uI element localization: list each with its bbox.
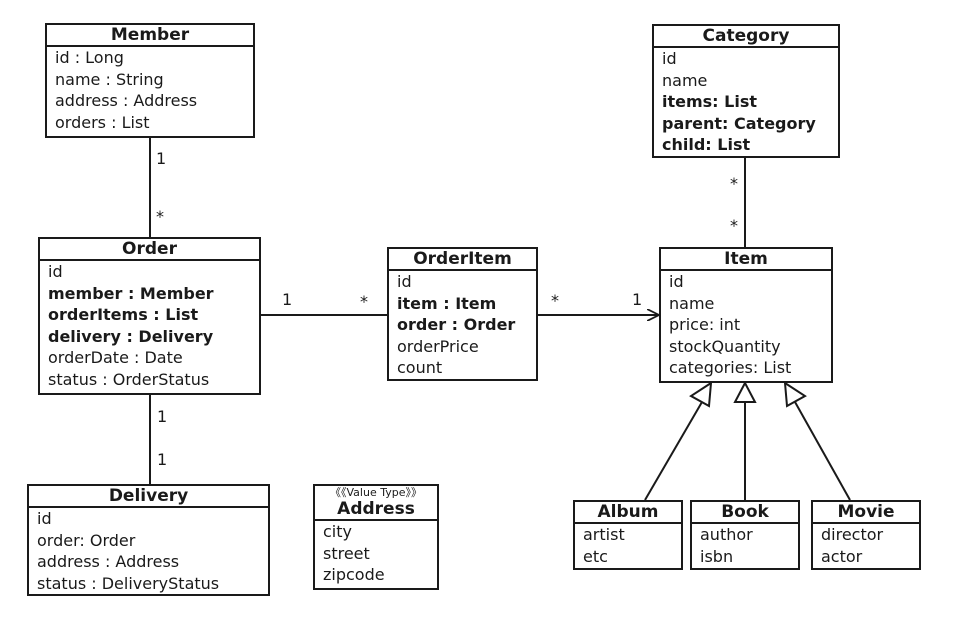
attribute: actor bbox=[821, 546, 863, 566]
class-album-attributes: artist etc bbox=[575, 524, 681, 569]
class-address: 《《Value Type》》 Address city street zipco… bbox=[313, 484, 439, 590]
multiplicity-order-delivery-order-end: 1 bbox=[157, 407, 168, 426]
attribute: address : Address bbox=[55, 91, 198, 110]
attribute: orderDate : Date bbox=[48, 348, 183, 367]
attribute: id bbox=[669, 272, 684, 291]
stereotype-label: 《《Value Type》》 bbox=[330, 486, 422, 499]
multiplicity-category-item-item-end: * bbox=[730, 216, 738, 235]
attribute: name : String bbox=[55, 69, 164, 89]
attribute: author bbox=[700, 525, 753, 544]
class-category-attributes: id name items: List parent: Category chi… bbox=[654, 48, 838, 158]
inheritance-triangle-movie bbox=[783, 381, 807, 408]
multiplicity-category-item-category-end: * bbox=[730, 174, 738, 193]
attribute: id bbox=[37, 509, 52, 528]
attribute: child: List bbox=[662, 135, 751, 154]
class-order: Order id member : Member orderItems : Li… bbox=[38, 237, 261, 395]
class-book: Book author isbn bbox=[690, 500, 800, 570]
class-book-attributes: author isbn bbox=[692, 524, 798, 569]
multiplicity-order-orderitem-orderitem-end: * bbox=[360, 292, 368, 311]
class-book-title: Book bbox=[692, 502, 798, 524]
attribute: artist bbox=[583, 525, 625, 544]
multiplicity-member-order-member-end: 1 bbox=[156, 149, 167, 168]
multiplicity-member-order-order-end: * bbox=[156, 207, 164, 226]
class-orderitem-title: OrderItem bbox=[389, 249, 536, 271]
attribute: status : DeliveryStatus bbox=[37, 573, 220, 593]
attribute: orderItems : List bbox=[48, 305, 199, 324]
attribute: address : Address bbox=[37, 552, 180, 571]
attribute: orderPrice bbox=[397, 336, 479, 356]
class-member: Member id : Long name : String address :… bbox=[45, 23, 255, 138]
attribute: name bbox=[669, 293, 715, 313]
attribute: order: Order bbox=[37, 530, 136, 550]
class-album-title: Album bbox=[575, 502, 681, 524]
inheritance-triangle-album bbox=[689, 381, 713, 408]
multiplicity-orderitem-item-orderitem-end: * bbox=[551, 291, 559, 310]
attribute: zipcode bbox=[323, 565, 385, 584]
attribute: id bbox=[48, 262, 63, 281]
attribute: parent: Category bbox=[662, 113, 816, 133]
class-orderitem-attributes: id item : Item order : Order orderPrice … bbox=[389, 271, 536, 381]
multiplicity-orderitem-item-item-end: 1 bbox=[632, 290, 643, 309]
attribute: delivery : Delivery bbox=[48, 326, 214, 346]
attribute: id : Long bbox=[55, 48, 124, 67]
class-address-title: Address bbox=[337, 499, 415, 519]
attribute: orders : List bbox=[55, 112, 150, 132]
class-member-attributes: id : Long name : String address : Addres… bbox=[47, 47, 253, 135]
attribute: id bbox=[397, 272, 412, 291]
attribute: member : Member bbox=[48, 283, 214, 303]
attribute: street bbox=[323, 543, 370, 563]
multiplicity-order-delivery-delivery-end: 1 bbox=[157, 450, 168, 469]
attribute: item : Item bbox=[397, 293, 497, 313]
generalization-album-item bbox=[644, 401, 703, 501]
attribute: items: List bbox=[662, 92, 757, 111]
class-address-attributes: city street zipcode bbox=[315, 521, 437, 588]
attribute: count bbox=[397, 358, 443, 377]
attribute: isbn bbox=[700, 546, 734, 566]
attribute: categories: List bbox=[669, 358, 792, 377]
class-order-attributes: id member : Member orderItems : List del… bbox=[40, 261, 259, 392]
attribute: etc bbox=[583, 546, 608, 566]
class-movie-attributes: director actor bbox=[813, 524, 919, 569]
attribute: price: int bbox=[669, 315, 741, 334]
class-delivery-attributes: id order: Order address : Address status… bbox=[29, 508, 268, 596]
class-movie: Movie director actor bbox=[811, 500, 921, 570]
class-order-title: Order bbox=[40, 239, 259, 261]
class-category: Category id name items: List parent: Cat… bbox=[652, 24, 840, 158]
generalization-movie-item bbox=[794, 401, 851, 501]
class-item-attributes: id name price: int stockQuantity categor… bbox=[661, 271, 831, 381]
class-item: Item id name price: int stockQuantity ca… bbox=[659, 247, 833, 383]
inheritance-triangle-book bbox=[733, 380, 757, 403]
class-delivery-title: Delivery bbox=[29, 486, 268, 508]
class-member-title: Member bbox=[47, 25, 253, 47]
attribute: city bbox=[323, 522, 352, 541]
class-category-title: Category bbox=[654, 26, 838, 48]
multiplicity-order-orderitem-order-end: 1 bbox=[282, 290, 293, 309]
class-movie-title: Movie bbox=[813, 502, 919, 524]
attribute: name bbox=[662, 70, 708, 90]
class-album: Album artist etc bbox=[573, 500, 683, 570]
attribute: director bbox=[821, 525, 884, 544]
class-address-header: 《《Value Type》》 Address bbox=[315, 486, 437, 521]
attribute: id bbox=[662, 49, 677, 68]
attribute: status : OrderStatus bbox=[48, 369, 210, 389]
attribute: stockQuantity bbox=[669, 336, 781, 356]
class-delivery: Delivery id order: Order address : Addre… bbox=[27, 484, 270, 596]
class-orderitem: OrderItem id item : Item order : Order o… bbox=[387, 247, 538, 381]
attribute: order : Order bbox=[397, 315, 516, 334]
class-item-title: Item bbox=[661, 249, 831, 271]
